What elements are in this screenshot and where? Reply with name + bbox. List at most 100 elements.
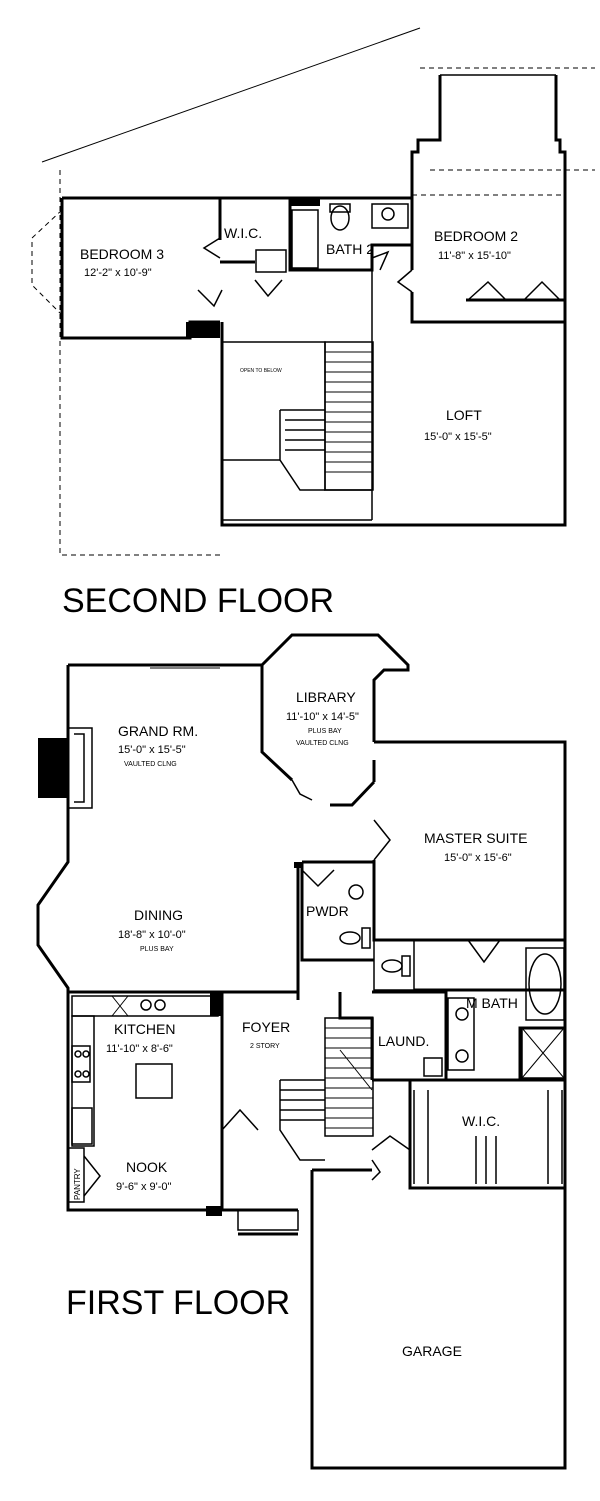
- bathtub-oval: [528, 953, 562, 1015]
- stair-1st-treads: [325, 1027, 373, 1129]
- powder-label: PWDR: [306, 903, 349, 919]
- bath-2-door: [371, 250, 390, 271]
- burner-4: [82, 1070, 90, 1078]
- fireplace: [38, 738, 68, 798]
- foyer-label: FOYER: [242, 1019, 290, 1035]
- stair-2nd: [324, 341, 374, 491]
- bedroom-2-door: [396, 269, 413, 293]
- vanity: [371, 203, 409, 229]
- foyer-note: 2 STORY: [250, 1043, 280, 1050]
- library-note-2: VAULTED CLNG: [296, 740, 349, 747]
- shower-x: [521, 1027, 565, 1079]
- toilet-tank: [329, 203, 351, 213]
- bedroom-2-walls: [410, 198, 565, 324]
- kitchen-sink-2: [154, 999, 166, 1011]
- wic-door: [202, 237, 221, 259]
- dormer: [410, 75, 567, 322]
- sink: [381, 207, 395, 221]
- dining-dims: 18'-8" x 10'-0": [118, 929, 186, 941]
- bedroom-3-dims: 12'-2" x 10'-9": [84, 267, 152, 279]
- wall-jog: [294, 862, 302, 868]
- loft-dims: 15'-0" x 15'-5": [424, 431, 492, 443]
- library-walls: [260, 633, 410, 807]
- vanity-sink-2: [455, 1049, 469, 1063]
- roof-outline: [59, 67, 595, 556]
- laundry-label: LAUND.: [378, 1033, 429, 1049]
- wall-post: [290, 198, 320, 206]
- library-note-1: PLUS BAY: [308, 728, 342, 735]
- library-label: LIBRARY: [296, 689, 356, 705]
- fridge: [71, 1107, 93, 1145]
- grand-room-walls: [36, 663, 300, 994]
- wic-1-label: W.I.C.: [462, 1113, 500, 1129]
- laundry-door: [371, 1135, 411, 1151]
- kitchen-island: [135, 1063, 173, 1099]
- garage-door-swing: [371, 1159, 381, 1181]
- cooktop: [71, 1045, 91, 1083]
- powder-door: [301, 869, 335, 888]
- master-bath-door: [467, 939, 501, 964]
- loft-walls: [220, 322, 567, 527]
- m-bath-tank: [401, 955, 411, 977]
- bath-2-label: BATH 2: [326, 241, 374, 257]
- bedroom-3-door: [197, 289, 223, 308]
- grand-room-note: VAULTED CLNG: [124, 761, 177, 768]
- second-floor-title: SECOND FLOOR: [62, 582, 334, 620]
- grand-room-dims: 15'-0" x 15'-5": [118, 744, 186, 756]
- kitchen-sink-1: [140, 999, 152, 1011]
- toilet: [330, 205, 350, 231]
- open-to-below-label: OPEN TO BELOW: [240, 368, 282, 374]
- dining-note: PLUS BAY: [140, 946, 174, 953]
- garage-walls: [310, 1170, 567, 1470]
- first-floor-title: FIRST FLOOR: [66, 1284, 290, 1322]
- foyer-closet: [221, 1108, 259, 1131]
- burner-3: [74, 1070, 82, 1078]
- powder-toilet: [339, 931, 361, 945]
- bedroom-2-label: BEDROOM 2: [434, 228, 518, 244]
- library-door: [291, 779, 313, 801]
- wic-1-shelves: [413, 1090, 563, 1184]
- stair-landing: [279, 1079, 325, 1161]
- m-bath-wall: [373, 939, 415, 991]
- linen-closet: [255, 249, 287, 273]
- wall-post-3: [206, 1206, 222, 1216]
- bedroom-2-dims: 11'-8" x 15'-10": [438, 250, 511, 262]
- double-vanity: [447, 997, 475, 1071]
- nook-dims: 9'-6" x 9'-0": [116, 1181, 172, 1193]
- garage-label: GARAGE: [402, 1343, 462, 1359]
- entry-stoop: [237, 1210, 299, 1231]
- stair-1st: [324, 1017, 374, 1137]
- dining-label: DINING: [134, 907, 183, 923]
- kitchen-label: KITCHEN: [114, 1021, 175, 1037]
- nook-label: NOOK: [126, 1159, 168, 1175]
- wic-1-walls: [408, 1078, 567, 1190]
- bath-2-walls: [288, 196, 412, 272]
- open-to-below-rail: [222, 341, 372, 491]
- bathtub: [291, 209, 319, 269]
- burner-1: [74, 1050, 82, 1058]
- burner-2: [82, 1050, 90, 1058]
- library-door-2: [373, 819, 391, 861]
- pantry-label: PANTRY: [73, 1168, 82, 1200]
- vanity-sink-1: [455, 1007, 469, 1021]
- stair-diag: [339, 1049, 373, 1091]
- dishwasher-x: [111, 995, 129, 1017]
- stair-treads: [325, 351, 373, 473]
- bathtub-frame: [525, 947, 565, 1021]
- first-floor-plan: GRAND RM. 15'-0" x 15'-5" VAULTED CLNG L…: [36, 633, 567, 1470]
- master-suite-label: MASTER SUITE: [424, 830, 527, 846]
- bedroom-3-wall-jog: [186, 322, 220, 338]
- bedroom-3-label: BEDROOM 3: [80, 246, 164, 262]
- hall-door: [254, 279, 283, 298]
- bay-window: [31, 209, 63, 316]
- second-floor-plan: BEDROOM 3 12'-2" x 10'-9" W.I.C. BATH 2 …: [31, 27, 595, 620]
- library-dims: 11'-10" x 14'-5": [286, 711, 359, 723]
- kitchen-dims: 11'-10" x 8'-6": [106, 1043, 173, 1055]
- pantry-door: [83, 1155, 101, 1197]
- laundry-walls: [372, 990, 448, 1150]
- laundry-sink: [423, 1057, 443, 1077]
- kitchen-counter-top: [71, 995, 219, 1017]
- powder-walls: [300, 860, 374, 962]
- kitchen-walls: [66, 992, 222, 1212]
